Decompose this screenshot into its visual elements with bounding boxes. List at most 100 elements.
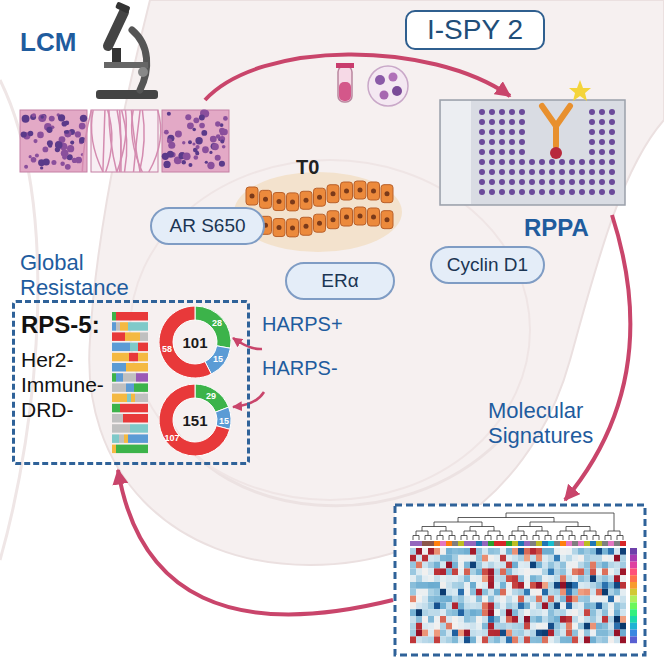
heatmap bbox=[530, 541, 536, 546]
heatmap bbox=[476, 589, 482, 596]
heatmap bbox=[566, 589, 572, 596]
heatmap bbox=[630, 589, 637, 596]
heatmap bbox=[614, 609, 620, 616]
histology-images bbox=[109, 110, 117, 172]
heatmap bbox=[542, 568, 548, 575]
heatmap bbox=[482, 541, 488, 546]
array-spots bbox=[499, 129, 505, 135]
heatmap bbox=[428, 568, 434, 575]
heatmap bbox=[578, 596, 584, 603]
breast-background bbox=[89, 0, 664, 565]
heatmap bbox=[506, 562, 512, 569]
heatmap bbox=[560, 582, 566, 589]
array-spots bbox=[479, 119, 485, 125]
heatmap bbox=[630, 609, 637, 616]
heatmap bbox=[524, 636, 530, 643]
histology-images bbox=[80, 115, 87, 122]
heatmap bbox=[560, 575, 566, 582]
heatmap bbox=[578, 602, 584, 609]
heatmap bbox=[488, 531, 500, 536]
heatmap bbox=[548, 548, 554, 555]
array-spots bbox=[599, 169, 605, 175]
heatmap bbox=[500, 602, 506, 609]
heatmap bbox=[476, 636, 482, 643]
heatmap bbox=[518, 575, 524, 582]
array-spots bbox=[559, 189, 565, 195]
heatmap bbox=[494, 636, 500, 643]
signature-bars bbox=[112, 404, 116, 413]
signature-bars bbox=[112, 383, 126, 392]
signature-bars bbox=[116, 312, 148, 321]
histology-images bbox=[43, 158, 50, 165]
heatmap bbox=[470, 596, 476, 603]
heatmap bbox=[482, 582, 488, 589]
heatmap bbox=[620, 541, 626, 546]
heatmap bbox=[554, 575, 560, 582]
microscope-icon bbox=[108, 12, 124, 46]
array-spots bbox=[479, 159, 485, 165]
heatmap bbox=[608, 541, 614, 546]
heatmap bbox=[446, 575, 452, 582]
heatmap bbox=[614, 541, 620, 546]
heatmap bbox=[446, 602, 452, 609]
signature-bars bbox=[116, 322, 120, 331]
heatmap bbox=[512, 548, 518, 555]
heatmap bbox=[434, 562, 440, 569]
heatmap bbox=[596, 568, 602, 575]
array-spots bbox=[569, 159, 575, 165]
heatmap bbox=[434, 589, 440, 596]
tumor-cells bbox=[354, 181, 366, 199]
heatmap bbox=[614, 562, 620, 569]
heatmap bbox=[566, 623, 572, 630]
array-spots bbox=[569, 179, 575, 185]
heatmap bbox=[476, 562, 482, 569]
heatmap bbox=[602, 630, 608, 637]
heatmap bbox=[446, 630, 452, 637]
heatmap bbox=[572, 589, 578, 596]
tumor-cells bbox=[371, 214, 376, 219]
heatmap bbox=[428, 623, 434, 630]
heatmap bbox=[560, 636, 566, 643]
heatmap bbox=[548, 609, 554, 616]
heatmap bbox=[596, 616, 602, 623]
heatmap bbox=[560, 596, 566, 603]
heatmap bbox=[458, 609, 464, 616]
heatmap bbox=[410, 568, 416, 575]
heatmap bbox=[572, 630, 578, 637]
heatmap bbox=[548, 636, 554, 643]
histology-images bbox=[223, 116, 228, 121]
heatmap bbox=[494, 548, 500, 555]
heatmap bbox=[530, 568, 536, 575]
heatmap bbox=[452, 636, 458, 643]
signature-bars bbox=[112, 424, 130, 433]
heatmap bbox=[416, 582, 422, 589]
heatmap bbox=[590, 548, 596, 555]
heatmap bbox=[524, 582, 530, 589]
heatmap bbox=[608, 623, 614, 630]
heatmap bbox=[422, 596, 428, 603]
histology-images bbox=[79, 123, 86, 130]
tumor-cells bbox=[381, 185, 393, 203]
heatmap bbox=[422, 609, 428, 616]
signature-bars bbox=[135, 394, 148, 403]
heatmap bbox=[488, 548, 494, 555]
heatmap bbox=[617, 536, 623, 541]
heatmap bbox=[512, 630, 518, 637]
heatmap bbox=[630, 555, 637, 562]
heatmap bbox=[476, 575, 482, 582]
array-spots bbox=[539, 189, 545, 195]
tumor-cells bbox=[277, 225, 282, 230]
node-body: Her2- Immune- DRD- bbox=[21, 347, 104, 423]
heatmap bbox=[485, 536, 491, 541]
heatmap bbox=[458, 630, 464, 637]
heatmap bbox=[602, 596, 608, 603]
heatmap-panel bbox=[395, 505, 645, 655]
heatmap bbox=[572, 568, 578, 575]
antibody-icon bbox=[556, 106, 570, 126]
heatmap bbox=[494, 589, 500, 596]
heatmap bbox=[488, 562, 494, 569]
heatmap bbox=[434, 548, 440, 555]
heatmap bbox=[530, 582, 536, 589]
array-spots bbox=[509, 189, 515, 195]
sample-tube-icon bbox=[336, 63, 408, 106]
